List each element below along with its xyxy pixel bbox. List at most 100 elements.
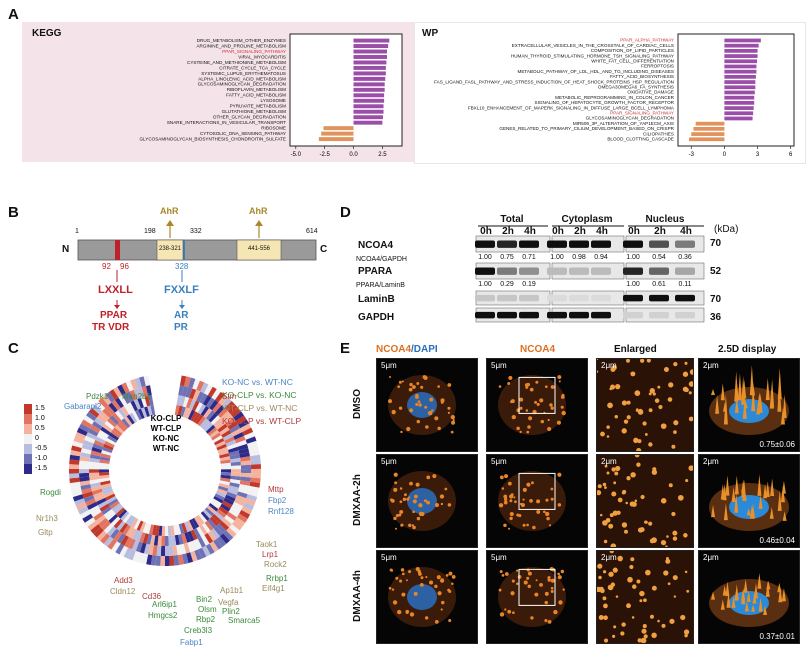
heatmap-cell xyxy=(207,386,217,398)
heatmap-cell xyxy=(137,408,145,419)
puncta xyxy=(640,494,645,500)
puncta xyxy=(648,442,653,447)
micrograph-panel: 2μm xyxy=(596,454,694,548)
heatmap-cell xyxy=(219,456,231,462)
puncta xyxy=(448,589,452,594)
puncta xyxy=(557,375,562,379)
puncta xyxy=(499,475,504,480)
puncta xyxy=(629,501,635,507)
puncta xyxy=(685,478,689,483)
heatmap-cell xyxy=(96,530,107,541)
heatmap-cell xyxy=(98,517,109,528)
puncta xyxy=(612,567,618,573)
bar xyxy=(724,75,756,79)
surface-peak xyxy=(741,483,746,492)
blot-kda-ncoa4: 70 xyxy=(710,238,722,249)
puncta xyxy=(516,408,521,413)
enlarged-bg xyxy=(597,455,693,547)
heatmap-cell xyxy=(216,508,227,518)
heatmap-cell xyxy=(108,432,119,441)
heatmap-cell xyxy=(156,545,162,556)
puncta xyxy=(666,535,669,538)
micrograph-image xyxy=(498,375,566,435)
bar xyxy=(724,59,757,64)
heatmap-cell xyxy=(182,396,190,408)
heatmap-cell xyxy=(116,533,126,544)
heatmap-cell xyxy=(228,508,240,518)
heatmap-cell xyxy=(72,440,84,448)
blot-band xyxy=(475,311,495,319)
puncta xyxy=(516,569,519,572)
heatmap-cell xyxy=(189,399,197,410)
puncta xyxy=(432,474,437,479)
bar xyxy=(724,54,758,58)
term-label: HUMAN_THYROID_STIMULATING_HORMONE_TSH_SI… xyxy=(511,53,674,58)
heatmap-cell xyxy=(107,538,117,550)
blot-ratio-label-ppara: PPARA/LaminB xyxy=(356,282,405,289)
pos-1: 1 xyxy=(75,228,79,235)
heatmap-cell xyxy=(188,377,196,389)
heatmap-cell xyxy=(98,397,109,409)
puncta xyxy=(389,376,391,378)
gene-label: Ap1b1 xyxy=(220,586,244,595)
puncta xyxy=(408,387,413,392)
surface-peak xyxy=(763,483,768,499)
scale-bar-label: 2μm xyxy=(601,361,617,370)
color-scale-cell xyxy=(24,424,32,434)
heatmap-cell xyxy=(176,524,182,535)
heatmap-cell xyxy=(100,533,111,544)
c-terminus: C xyxy=(320,244,328,255)
heatmap-cell xyxy=(238,447,250,455)
puncta xyxy=(673,595,677,598)
heatmap-cell xyxy=(172,545,178,556)
heatmap-cell xyxy=(70,485,82,493)
heatmap-cell xyxy=(224,494,236,502)
heatmap-cell xyxy=(157,535,162,546)
surface-peak xyxy=(734,475,739,495)
blot-band xyxy=(649,267,669,275)
heatmap-cell xyxy=(205,410,216,421)
ncoa4-domain-diagram xyxy=(77,220,317,309)
heatmap-cell xyxy=(233,411,244,422)
puncta xyxy=(556,420,562,425)
puncta xyxy=(663,367,669,373)
heatmap-cell xyxy=(207,427,218,436)
puncta xyxy=(522,523,526,527)
puncta xyxy=(634,455,640,458)
heatmap-cell xyxy=(217,485,229,492)
puncta xyxy=(444,487,448,491)
puncta xyxy=(392,600,398,605)
color-scale-cell xyxy=(24,414,32,424)
blot-band xyxy=(475,294,495,302)
heatmap-cell xyxy=(82,491,94,499)
heatmap-cell xyxy=(191,517,200,529)
term-label: GENES_RELATED_TO_PRIMARY_CILIUM_DEVELOPM… xyxy=(499,126,674,131)
surface-nucleus xyxy=(729,495,769,519)
puncta xyxy=(684,633,688,638)
surface-peak xyxy=(770,478,775,496)
heatmap-cell xyxy=(190,540,199,551)
puncta xyxy=(448,571,453,576)
puncta xyxy=(439,494,445,499)
tick-label: 0.0 xyxy=(349,152,358,158)
heatmap-cell xyxy=(147,405,153,417)
puncta xyxy=(534,592,539,597)
puncta xyxy=(400,568,405,572)
heatmap-cell xyxy=(211,498,222,507)
puncta xyxy=(523,580,528,585)
bar xyxy=(724,49,758,53)
heatmap-cell xyxy=(96,433,108,441)
heatmap-cell xyxy=(209,541,219,553)
heatmap-cell xyxy=(100,483,112,489)
circos-legend-item: KO-CLP vs. KO-NC xyxy=(222,390,297,400)
heatmap-cell xyxy=(90,450,102,457)
heatmap-cell xyxy=(80,484,92,491)
term-label: RIBOFLAVIN_METABOLISM xyxy=(227,87,286,92)
bar xyxy=(691,132,725,136)
heatmap-cell xyxy=(100,426,111,436)
term-label: RIBOSOME xyxy=(261,126,286,131)
blot-band xyxy=(519,311,539,319)
puncta xyxy=(686,589,690,593)
bar xyxy=(724,43,759,48)
puncta xyxy=(528,416,533,421)
